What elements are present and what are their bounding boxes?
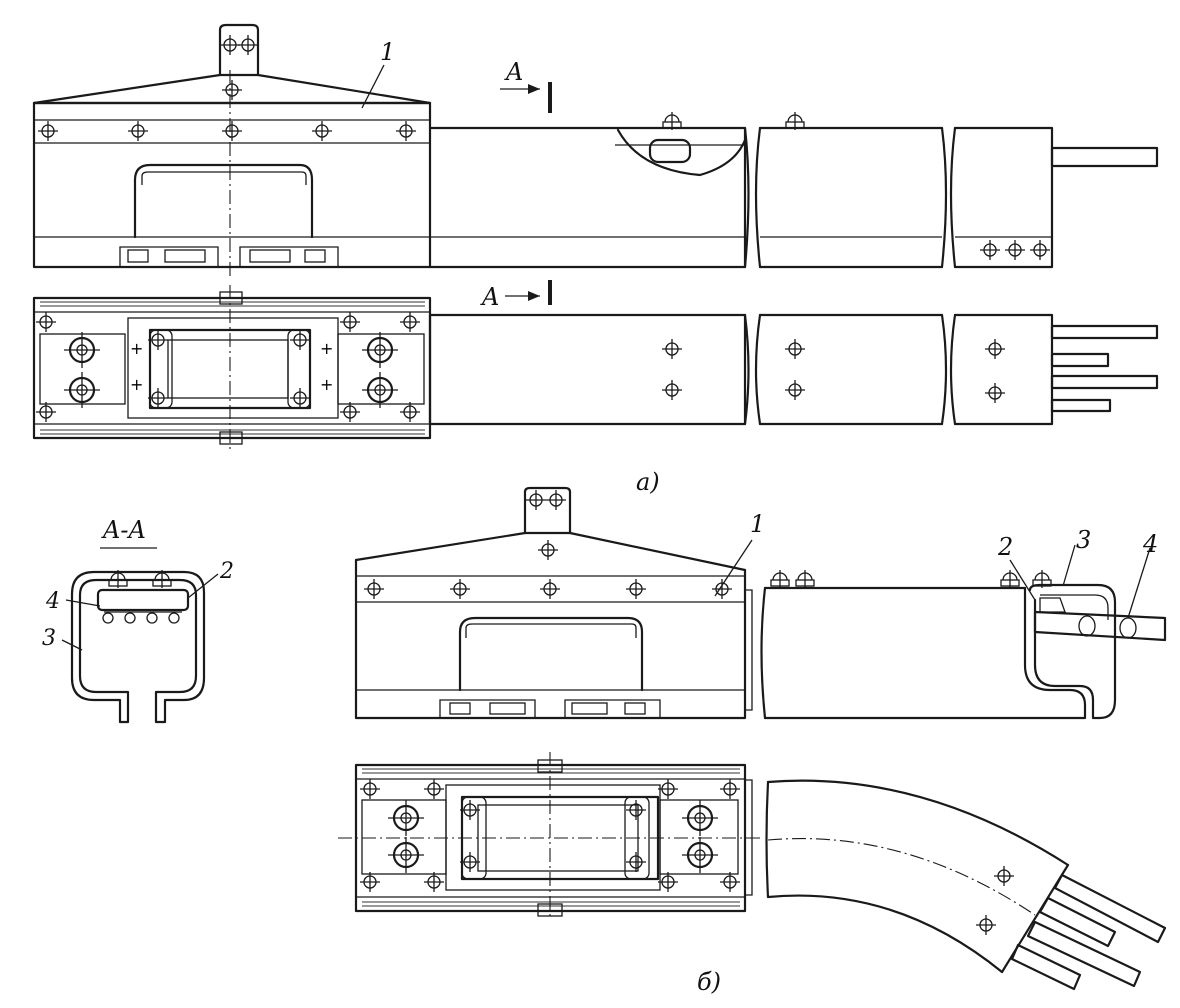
callout-1-top-label: 1 — [380, 38, 395, 66]
section-callout-3: 3 — [42, 626, 56, 651]
svg-text:+: + — [320, 339, 333, 358]
view-b-side-elevation — [354, 486, 1167, 720]
section-callout-2: 2 — [219, 559, 234, 584]
svg-text:+: + — [320, 375, 333, 394]
view-a-caption: a) — [636, 468, 660, 496]
svg-text:+: + — [130, 339, 143, 358]
svg-text:+: + — [130, 375, 143, 394]
callout-2-bottom-label: 2 — [997, 533, 1013, 561]
view-a-plan: + + + + — [32, 285, 1159, 452]
callout-2-bottom: 2 — [997, 533, 1036, 601]
section-a-a: A-A 4 3 2 — [42, 516, 234, 724]
cut-label-a-top: A — [504, 58, 523, 86]
section-mark-a-bottom: A — [480, 280, 552, 311]
callout-4-bottom: 4 — [1127, 530, 1158, 619]
callout-1-bottom-label: 1 — [750, 510, 765, 538]
section-callout-4: 4 — [45, 589, 60, 614]
callout-3-bottom: 3 — [1062, 526, 1091, 587]
section-mark-a-top: A — [500, 58, 552, 113]
section-title: A-A — [101, 516, 146, 544]
callout-1-bottom: 1 — [714, 510, 765, 597]
callout-4-bottom-label: 4 — [1142, 530, 1158, 558]
view-b-caption: б) — [697, 968, 721, 996]
callout-3-bottom-label: 3 — [1076, 526, 1091, 554]
cut-label-a-bottom: A — [480, 283, 499, 311]
view-a-side-elevation — [32, 23, 1159, 280]
callout-1-top: 1 — [361, 38, 395, 109]
view-b-plan — [338, 752, 1167, 991]
